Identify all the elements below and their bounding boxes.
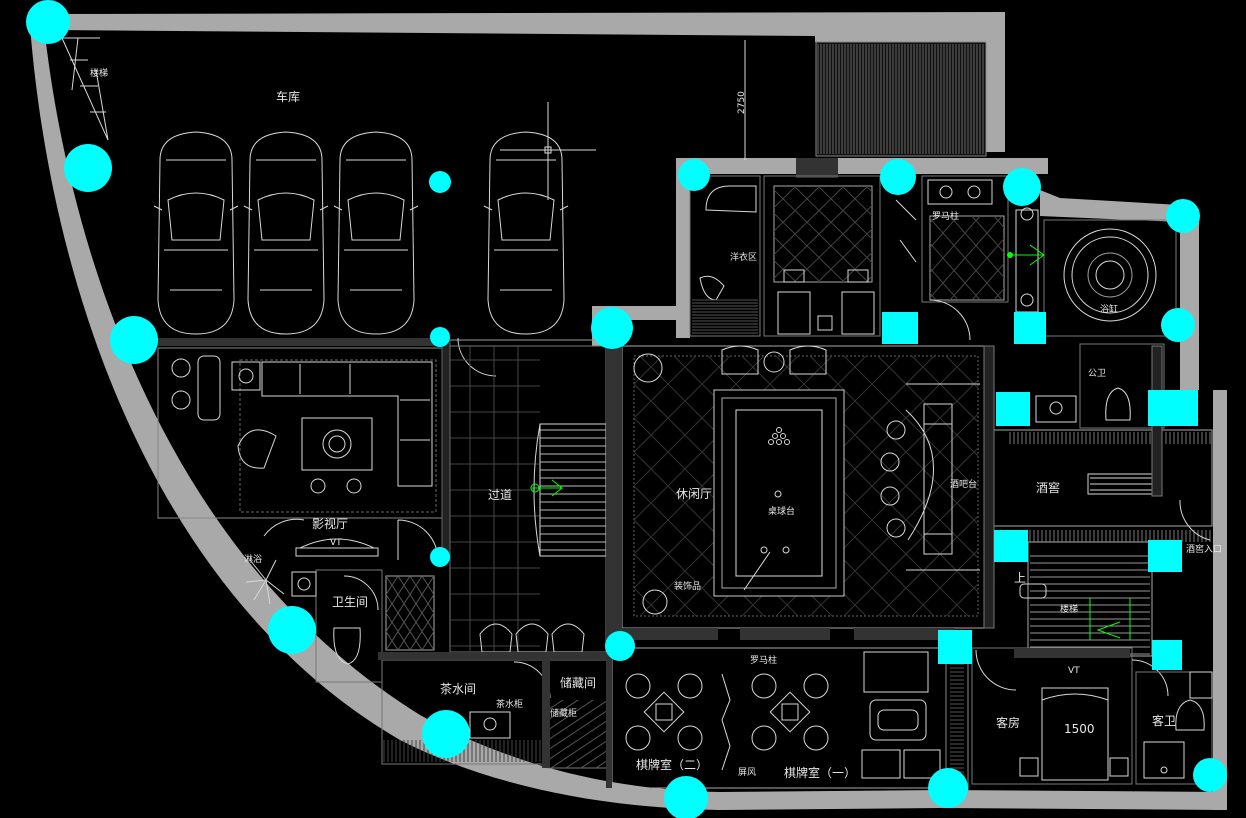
label-bath-room: 卫生间 <box>332 595 368 609</box>
label-billiard: 桌球台 <box>768 505 795 517</box>
bottom-rooms <box>245 559 1213 791</box>
plant-icon <box>245 559 285 605</box>
media-room <box>157 337 497 561</box>
label-card-room-2: 棋牌室（二） <box>636 757 708 772</box>
column-marker <box>882 312 918 344</box>
column-marker <box>996 392 1030 426</box>
chair-icon <box>515 623 549 653</box>
column-markers <box>26 0 1227 818</box>
column-marker <box>1148 390 1198 426</box>
label-guest-wc: 客卫 <box>1152 713 1176 728</box>
label-tv-2: VT <box>1068 666 1080 676</box>
label-media-room: 影视厅 <box>312 516 348 531</box>
card-table-icon <box>625 673 703 751</box>
column-marker <box>605 631 635 661</box>
label-corridor: 过道 <box>488 488 512 502</box>
label-storage: 储藏间 <box>560 675 596 690</box>
label-roman-col-2: 罗马柱 <box>750 654 777 666</box>
garage <box>61 37 746 341</box>
column-marker <box>26 0 70 44</box>
column-marker <box>430 327 450 347</box>
corridor <box>449 345 607 653</box>
chair-icon <box>551 623 585 653</box>
card-table-icon <box>751 673 829 751</box>
column-marker <box>664 776 708 818</box>
label-tea-room: 茶水间 <box>440 681 476 696</box>
label-stair-note: 楼梯 <box>1060 603 1078 615</box>
column-marker <box>268 606 316 654</box>
label-shower: 淋浴 <box>244 553 262 565</box>
label-public-wc: 公卫 <box>1088 368 1106 379</box>
column-marker <box>429 171 451 193</box>
column-marker <box>64 144 112 192</box>
label-tv: VT <box>330 538 342 548</box>
label-cellar-entry: 酒窖入口 <box>1186 543 1222 555</box>
label-lounge: 休闲厅 <box>676 487 712 501</box>
label-screen: 屏风 <box>738 767 756 778</box>
label-garage: 车库 <box>276 89 300 104</box>
label-card-room-1: 棋牌室（一） <box>784 765 856 780</box>
column-marker <box>1148 540 1182 572</box>
column-marker <box>1166 199 1200 233</box>
label-storage-note: 储藏柜 <box>550 707 577 719</box>
column-marker <box>1014 312 1046 344</box>
label-ornament: 装饰品 <box>674 580 701 592</box>
column-marker <box>928 768 968 808</box>
car-icon <box>483 131 569 335</box>
column-marker <box>110 316 158 364</box>
column-marker <box>1003 168 1041 206</box>
column-marker <box>1161 308 1195 342</box>
wine-cellar-area <box>993 343 1213 657</box>
label-roman-col-1: 罗马柱 <box>932 210 959 222</box>
label-bar: 酒吧台 <box>950 478 977 490</box>
label-stairs-rail: 楼梯 <box>90 67 108 79</box>
car-icon <box>333 131 419 335</box>
column-marker <box>678 159 710 191</box>
label-dim-2750: 2750 <box>737 91 747 114</box>
column-marker <box>938 630 972 664</box>
label-guest-room: 客房 <box>996 715 1020 730</box>
label-shoe-area: 洋衣区 <box>730 251 757 263</box>
lounge <box>621 345 991 629</box>
column-marker <box>994 530 1028 562</box>
column-marker <box>1193 758 1227 792</box>
car-icon <box>153 131 239 335</box>
car-icon <box>243 131 329 335</box>
label-bed-size: 1500 <box>1064 722 1095 736</box>
column-marker <box>430 547 450 567</box>
outer-walls <box>30 12 1227 810</box>
label-wine-cellar: 酒窖 <box>1036 480 1060 495</box>
column-marker <box>880 159 916 195</box>
chair-icon <box>479 623 513 653</box>
label-up: 上 <box>1014 571 1026 585</box>
column-marker <box>591 307 633 349</box>
column-marker <box>422 710 470 758</box>
label-tea-counter: 茶水柜 <box>496 698 523 710</box>
column-marker <box>1152 640 1182 670</box>
upper-rooms <box>689 175 1177 341</box>
label-jacuzzi: 浴缸 <box>1100 303 1118 315</box>
room-labels: 车库 楼梯 2750 洋衣区 罗马柱 浴缸 影视厅 VT 过道 休闲厅 桌球台 … <box>90 67 1222 780</box>
ramp-hatch <box>815 41 987 157</box>
